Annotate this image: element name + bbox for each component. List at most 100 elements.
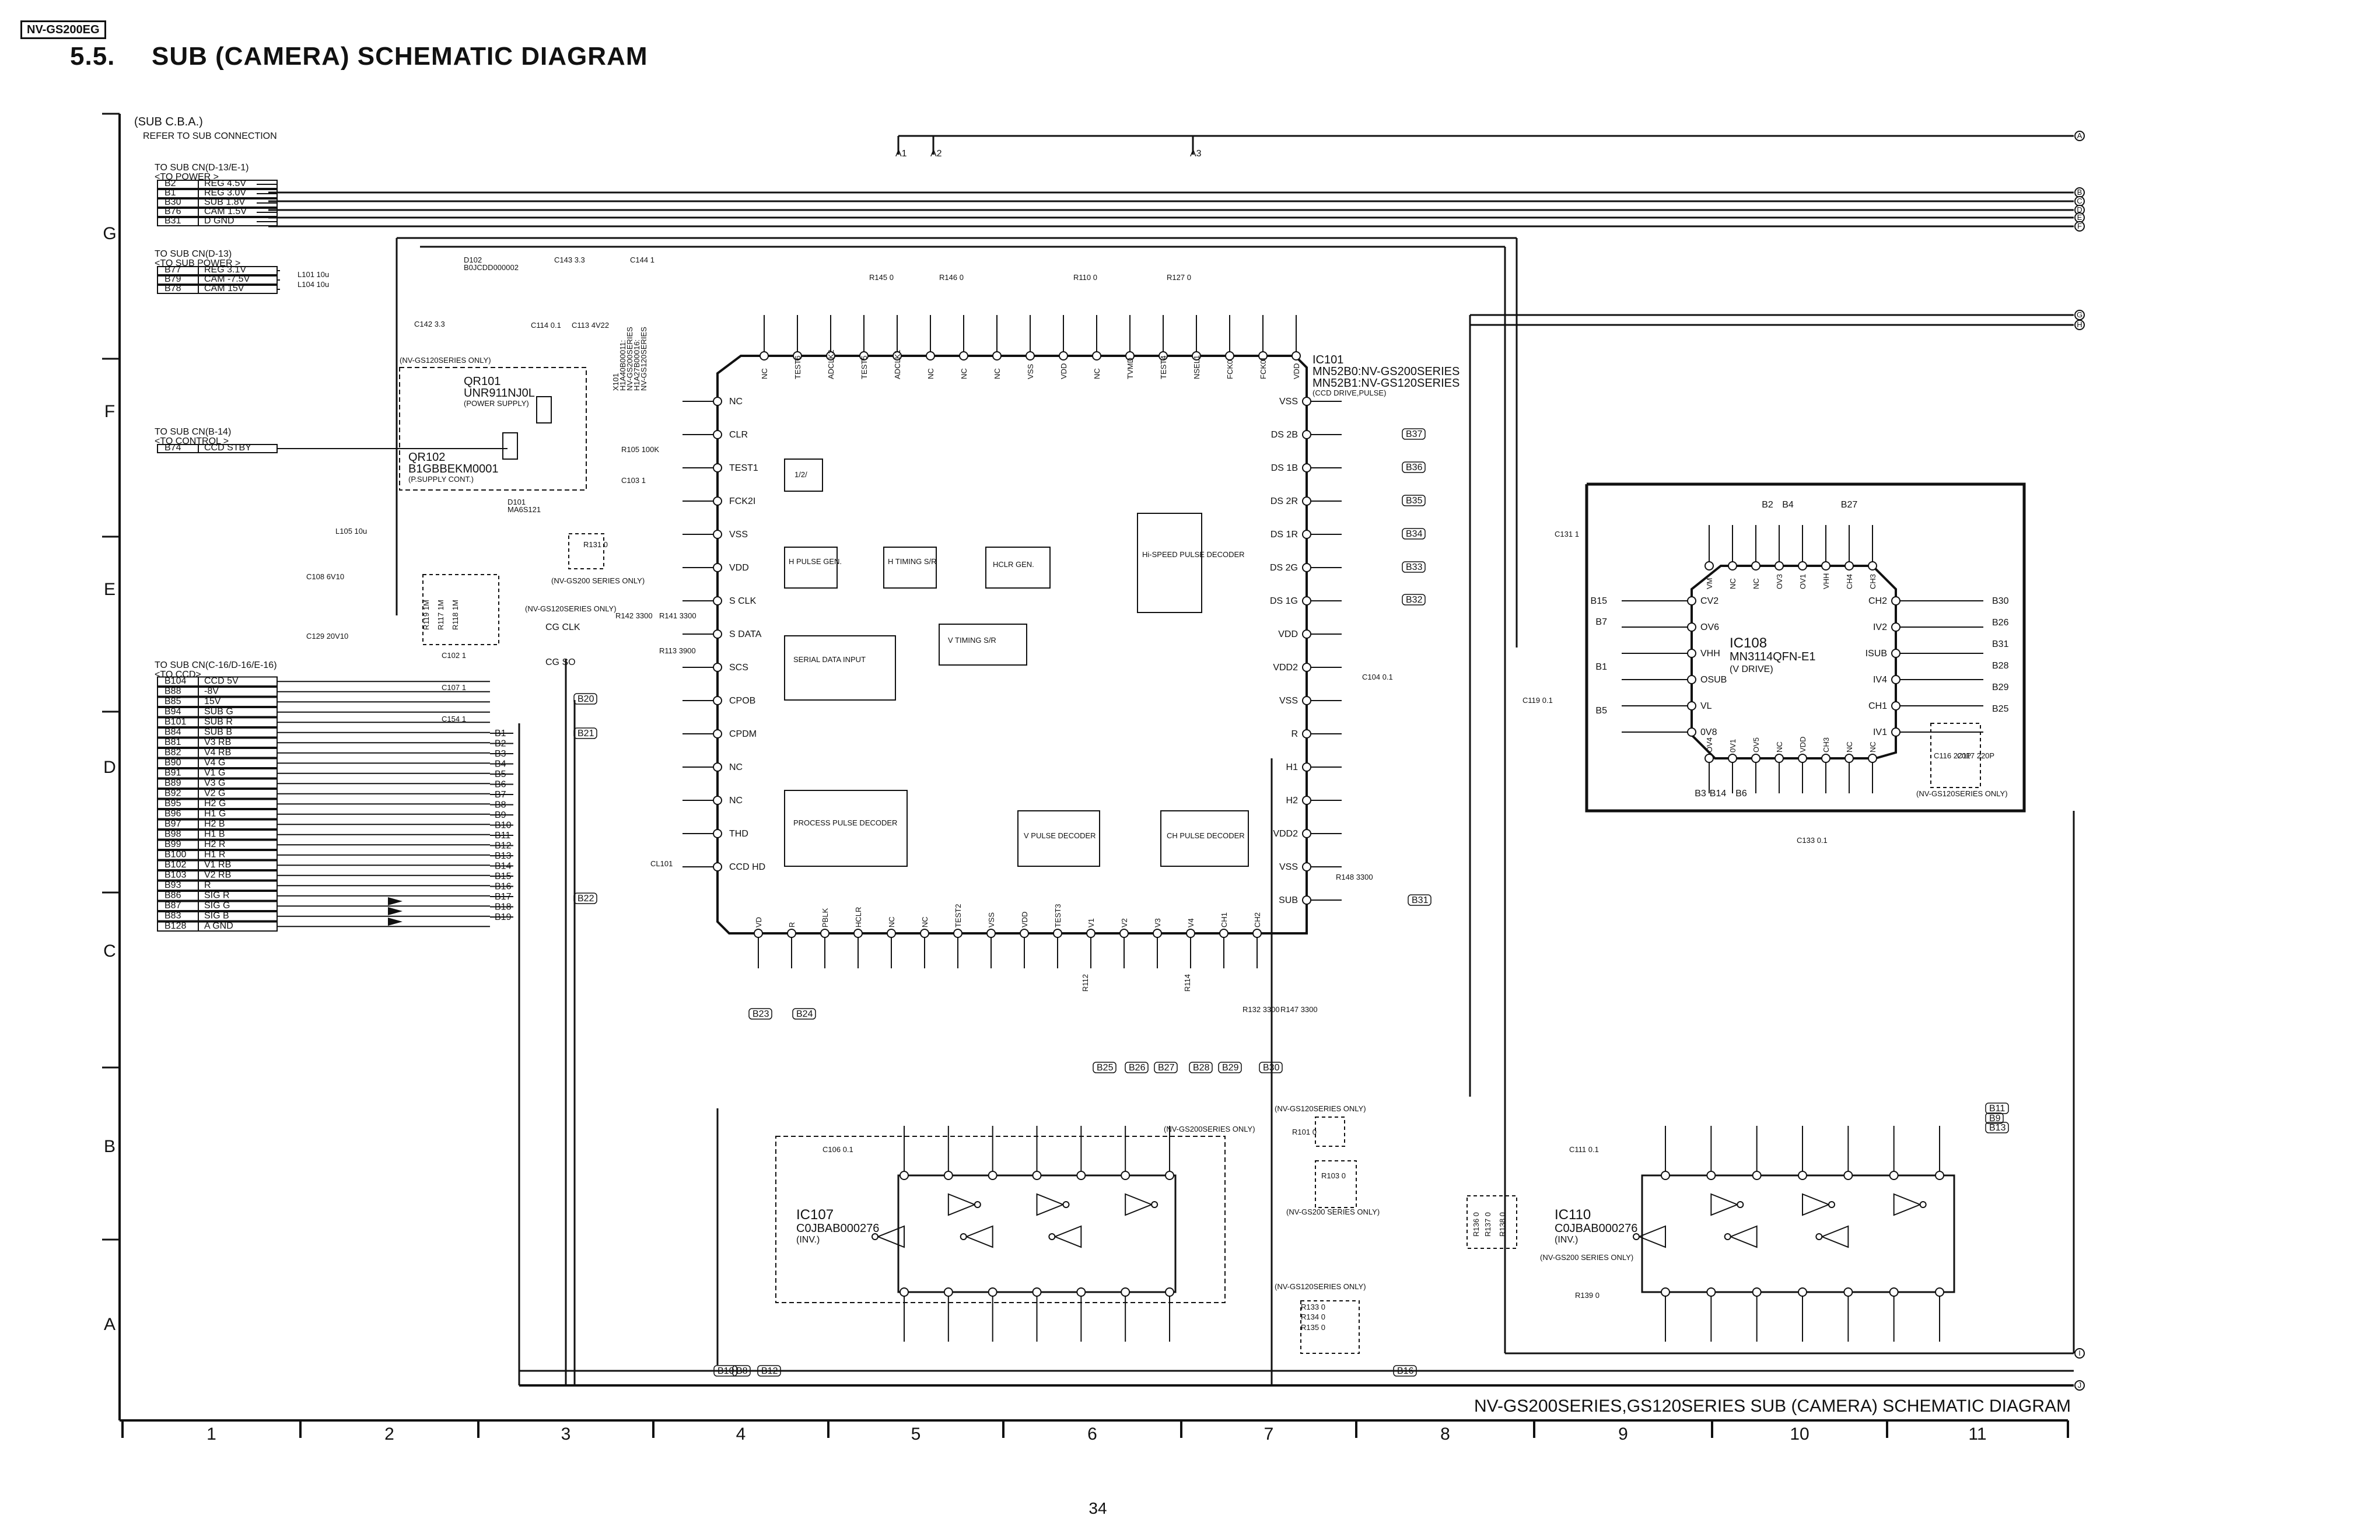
- ic101-bottom-pin: CH2: [1253, 912, 1262, 928]
- inverter-bubble: [1048, 1233, 1056, 1240]
- ic110-part: C0JBAB000276: [1555, 1222, 1637, 1235]
- ic101-bottom-pin: NC: [921, 916, 929, 928]
- component-label: C144 1: [630, 256, 654, 264]
- ic107: [775, 1136, 1226, 1303]
- component-label: R148 3300: [1336, 873, 1373, 881]
- net-label-frame: [1154, 1062, 1178, 1073]
- net-label-frame: [1402, 561, 1426, 573]
- pin-circle: [959, 351, 968, 360]
- pin-circle: [1076, 1287, 1086, 1297]
- option-note: (NV-GS120SERIES ONLY): [1275, 1104, 1366, 1113]
- inverter-bubble: [974, 1201, 981, 1208]
- connector-signal: V2 RB: [204, 870, 231, 880]
- ic101-left-pin: SCS: [729, 663, 748, 673]
- terminal-label: D: [2077, 205, 2082, 214]
- pin-circle: [1119, 929, 1129, 938]
- option-notes: (NV-GS120SERIES ONLY)(NV-GS200 SERIES ON…: [400, 356, 2008, 1291]
- component-label: L101 10u: [298, 270, 329, 279]
- frame: [118, 114, 2068, 1422]
- inverter-bubble: [1815, 1233, 1823, 1240]
- qr102-part: B1GBBEKM0001: [408, 463, 499, 475]
- terminal-label: E: [2077, 213, 2082, 222]
- ic101: [716, 355, 1308, 935]
- pin-circle: [1843, 1287, 1853, 1297]
- ic101-right-pin: VSS: [1279, 397, 1298, 407]
- net-label: B23: [752, 1009, 769, 1019]
- pin-circle: [1798, 754, 1807, 763]
- pin-circle: [1661, 1287, 1670, 1297]
- ic101-block-hpulse: H PULSE GEN.: [789, 557, 842, 566]
- ic108-top-terminal: B2: [1762, 500, 1773, 510]
- power-rails: [268, 135, 2074, 1387]
- net-label-frame: [1985, 1112, 2004, 1124]
- net-label: B12: [761, 1366, 778, 1376]
- bottom-busses: [518, 659, 2075, 1385]
- ic101-block-hclr: HCLR GEN.: [993, 560, 1034, 569]
- ic108-ref: IC108: [1730, 635, 1767, 651]
- net-label-frame: [1402, 528, 1426, 540]
- column-label: 6: [1087, 1424, 1097, 1444]
- pin-circle: [1868, 561, 1877, 570]
- terminal-label: G: [2077, 310, 2082, 319]
- net-label-frame: [1402, 594, 1426, 606]
- ic108-right-terminal: B26: [1992, 618, 2009, 628]
- ic101-bottom-pin: VDD: [1020, 912, 1029, 928]
- connector-signal: SUB B: [204, 727, 232, 737]
- net-label-frame: [1218, 1062, 1242, 1073]
- ic108-left-terminal: B15: [1591, 596, 1608, 606]
- x101-text: NV-GS200SERIES: [625, 327, 634, 391]
- pin-circle: [1687, 622, 1696, 632]
- ic101-bottom-pin: PBLK: [821, 908, 830, 928]
- ic101-right-pin: DS 1B: [1271, 463, 1298, 473]
- connector-pin: B98: [164, 830, 181, 839]
- net-label: B11: [1989, 1104, 2005, 1114]
- terminal-label: A: [2077, 131, 2082, 140]
- ic101-left-pin: S DATA: [729, 629, 762, 639]
- pin-circle: [1889, 1171, 1899, 1180]
- component-label: C106 0.1: [822, 1145, 853, 1154]
- ic108-bottom-pin: 0V1: [1728, 739, 1737, 752]
- ic101-top-pin: FCK0: [1226, 360, 1234, 379]
- connector-signal: V1 RB: [204, 860, 231, 870]
- column-label: 11: [1968, 1424, 1986, 1444]
- ic101-block-process: PROCESS PULSE DECODER: [793, 818, 897, 827]
- component-label: R137 0: [1483, 1212, 1492, 1237]
- net-label-frame: [748, 1008, 772, 1020]
- ic108-right-pin: IV2: [1873, 622, 1887, 632]
- component-label: R147 3300: [1280, 1005, 1318, 1014]
- connector-pin: B89: [164, 778, 181, 788]
- ic101-right-pin: SUB: [1279, 895, 1298, 905]
- connector-subtitle: <TO CONTROL >: [155, 436, 229, 446]
- component-label: C133 0.1: [1797, 836, 1828, 845]
- pin-circle: [1252, 929, 1262, 938]
- net-label: CG CLK: [545, 622, 580, 632]
- pin-circle: [787, 929, 796, 938]
- connector-pin: B85: [164, 696, 181, 706]
- ic107-labels: IC107 C0JBAB000276 (INV.) (NV-GS200SERIE…: [796, 1125, 1255, 1245]
- ic101-top-pin: NC: [1093, 368, 1101, 379]
- pin-circle: [1086, 929, 1096, 938]
- ic101-labels: IC101 MN52B0:NV-GS200SERIES MN52B1:NV-GS…: [789, 354, 1460, 840]
- terminal-circle: [2074, 1348, 2085, 1359]
- component-label: C143 3.3: [554, 256, 585, 264]
- pin-circle: [986, 929, 996, 938]
- ic101-top-pin: TEST5: [860, 356, 869, 379]
- qr102-function: (P.SUPPLY CONT.): [408, 475, 474, 484]
- pin-circle: [1302, 596, 1311, 606]
- ic108-top-pin: NC: [1728, 578, 1737, 589]
- connector-pin: B87: [164, 901, 181, 911]
- net-label-frame: [792, 1008, 816, 1020]
- column-label: 9: [1618, 1424, 1628, 1444]
- connector-signal: CAM 15V: [204, 284, 244, 293]
- terminal-label: I: [2078, 1349, 2081, 1357]
- net-label: B27: [1158, 1063, 1175, 1073]
- ic108-right-terminal: B29: [1992, 682, 2009, 692]
- pin-circle: [1302, 563, 1311, 572]
- component-label: C111 0.1: [1569, 1145, 1599, 1154]
- ic101-part-0: MN52B0:NV-GS200SERIES: [1312, 365, 1460, 378]
- ic108-left-pin: OSUB: [1700, 675, 1727, 685]
- pin-circle: [713, 729, 722, 738]
